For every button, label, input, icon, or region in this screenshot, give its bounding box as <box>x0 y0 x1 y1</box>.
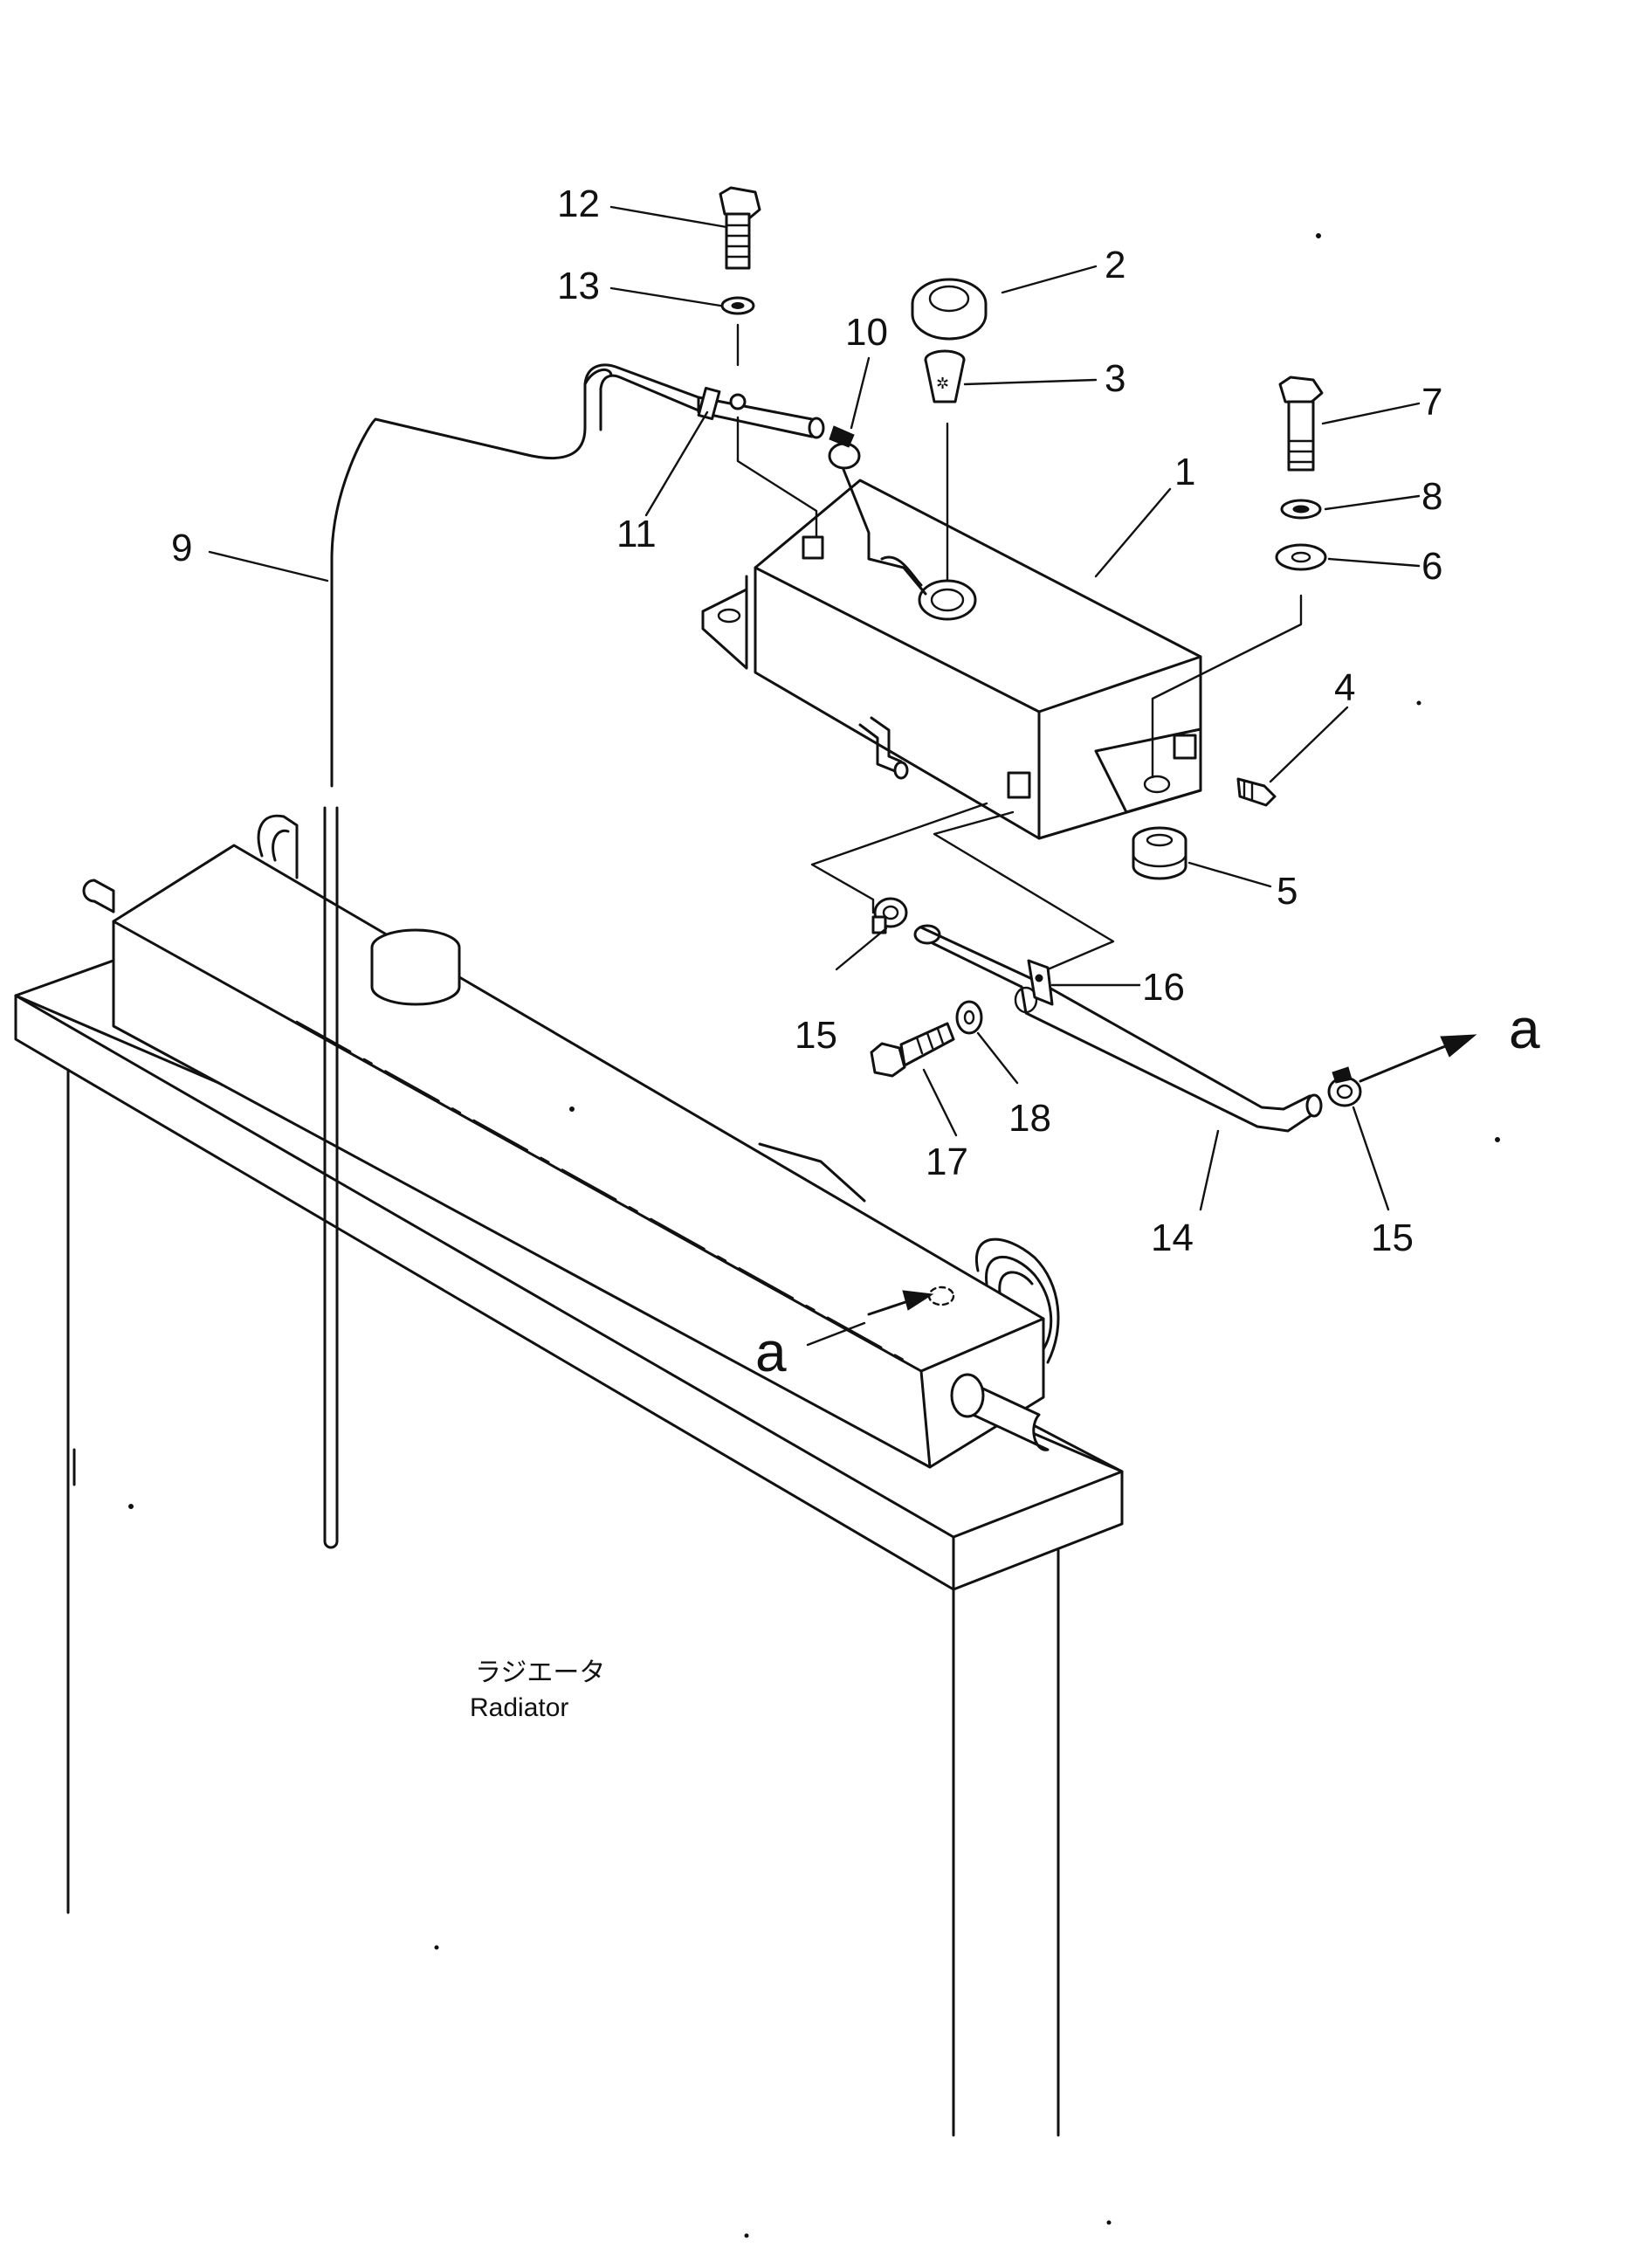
overflow-rod <box>323 806 339 1549</box>
svg-text:✲: ✲ <box>936 375 949 392</box>
label-part-5: 5 <box>1277 870 1298 913</box>
label-part-4: 4 <box>1334 666 1355 709</box>
caption-japanese: ラジエータ <box>475 1658 605 1687</box>
clamp-15-left <box>871 897 908 934</box>
label-part-15-right: 15 <box>1371 1217 1414 1259</box>
label-part-11: 11 <box>616 513 657 555</box>
view-marker-a-in: a <box>755 1320 787 1383</box>
washer-18 <box>955 1000 983 1035</box>
label-part-1: 1 <box>1174 451 1195 493</box>
clamp-15-right <box>1327 1066 1362 1107</box>
label-part-7: 7 <box>1421 381 1442 424</box>
label-part-9: 9 <box>171 527 192 569</box>
washer-6 <box>1275 543 1327 571</box>
label-part-16: 16 <box>1142 966 1185 1009</box>
caption-english: Radiator <box>470 1693 568 1722</box>
scan-specks <box>128 233 1500 2238</box>
label-part-8: 8 <box>1421 475 1442 518</box>
label-part-17: 17 <box>926 1141 968 1183</box>
label-part-12: 12 <box>557 183 600 225</box>
view-arrow-in <box>867 1290 934 1316</box>
reserve-tank <box>701 479 1202 840</box>
bolt-7 <box>1278 376 1324 472</box>
part-number-labels: 1 2 3 4 5 6 7 8 9 10 11 12 13 14 15 15 1… <box>171 183 1442 1259</box>
cap-2 <box>911 278 988 341</box>
label-part-3: 3 <box>1105 357 1125 400</box>
view-arrow-out <box>1359 1034 1477 1083</box>
plug-4 <box>1236 777 1277 807</box>
radiator <box>14 814 1124 2137</box>
clamp-16 <box>1027 959 1054 1006</box>
bolt-12 <box>719 186 761 270</box>
label-part-14: 14 <box>1151 1217 1194 1259</box>
leader-lines <box>208 205 1421 1347</box>
label-part-2: 2 <box>1105 244 1125 286</box>
label-part-6: 6 <box>1421 545 1442 588</box>
grommet-5 <box>1132 826 1187 880</box>
bolt-17 <box>870 1022 955 1078</box>
overflow-hose <box>330 368 613 788</box>
label-part-15-left: 15 <box>795 1014 837 1057</box>
strainer-3: ✲ <box>924 349 966 403</box>
radiator-core-lines <box>66 1068 1060 2137</box>
label-part-13: 13 <box>557 265 600 307</box>
view-marker-a-out: a <box>1509 997 1540 1060</box>
clip-10 <box>828 425 861 470</box>
label-part-10: 10 <box>845 311 888 354</box>
label-part-18: 18 <box>1008 1097 1051 1140</box>
